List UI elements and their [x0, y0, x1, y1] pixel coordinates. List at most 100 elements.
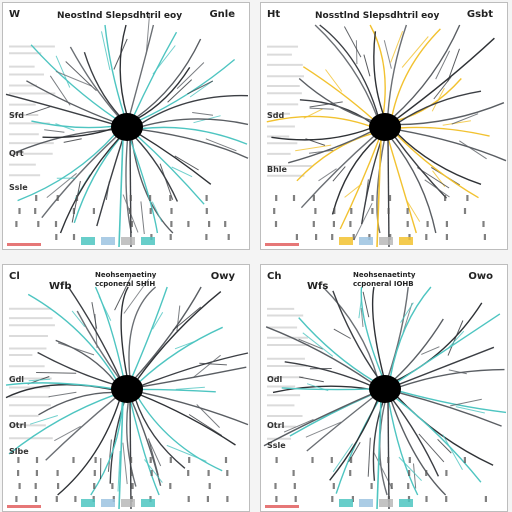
grid-tick	[408, 470, 411, 476]
branch-line	[393, 318, 444, 381]
branch-line	[332, 290, 379, 379]
sub-branch-line	[187, 80, 214, 95]
grid-tick	[311, 457, 314, 463]
soma-blob	[111, 375, 143, 403]
grid-tick	[130, 457, 133, 463]
grid-tick	[292, 470, 295, 476]
sub-branch-line	[418, 433, 445, 463]
legend-swatch	[141, 499, 155, 507]
sub-branch-line	[303, 108, 323, 119]
sub-branch-line	[367, 437, 371, 477]
sub-branch-line	[424, 179, 450, 198]
branch-line	[136, 67, 191, 120]
grid-tick	[93, 483, 96, 489]
grid-tick	[349, 221, 352, 227]
legend-swatch	[359, 499, 373, 507]
sub-branch-line	[332, 166, 346, 182]
panel-top-left: W Neostlnd Slepsdhtril eoy Gnle Sfd Qrt …	[2, 2, 250, 250]
branch-line	[296, 132, 374, 182]
mid-label: Wfb	[49, 281, 72, 292]
grid-tick	[35, 470, 38, 476]
grid-tick	[18, 208, 21, 214]
grid-tick	[406, 208, 409, 214]
sub-branch-line	[433, 76, 452, 100]
branch-line	[133, 286, 202, 380]
branch-line	[271, 127, 372, 141]
sub-branch-line	[435, 50, 451, 80]
grid-tick	[187, 496, 190, 502]
branch-line	[136, 291, 222, 381]
sub-branch-line	[306, 383, 329, 392]
branch-line	[126, 400, 137, 487]
sub-branch-line	[101, 31, 111, 71]
grid-tick	[170, 221, 173, 227]
sub-branch-line	[416, 167, 450, 189]
grid-tick	[482, 221, 485, 227]
grid-tick	[205, 195, 208, 201]
grid-tick	[206, 496, 209, 502]
branch-line	[329, 399, 379, 481]
grid-tick	[274, 483, 277, 489]
branch-line	[387, 24, 408, 116]
legend-swatch	[101, 237, 115, 245]
branch-line	[266, 115, 372, 128]
side-label: Qrt	[9, 149, 24, 158]
side-label: Bhle	[267, 165, 287, 174]
sub-branch-line	[333, 328, 351, 339]
grid-tick	[425, 496, 428, 502]
sub-branch-line	[117, 450, 121, 492]
grid-tick	[34, 496, 38, 502]
grid-tick	[34, 483, 37, 489]
sub-branch-line	[309, 107, 334, 110]
stem-line	[129, 136, 132, 248]
grid-tick	[331, 234, 334, 240]
grid-tick	[227, 234, 230, 240]
sub-branch-line	[364, 179, 369, 205]
corner-label-right: Owo	[468, 271, 493, 282]
grid-tick	[315, 234, 318, 240]
branch-line	[306, 395, 375, 452]
grid-tick	[350, 457, 353, 463]
branch-line	[298, 317, 375, 382]
branch-line	[128, 286, 157, 378]
sub-branch-line	[442, 120, 471, 126]
corner-label-left: Ch	[267, 271, 282, 282]
sub-branch-line	[63, 138, 82, 143]
branch-line	[119, 24, 128, 116]
grid-tick	[331, 496, 334, 502]
branch-line	[94, 286, 125, 378]
legend-swatch	[121, 499, 135, 507]
branch-line	[373, 31, 385, 116]
branch-line	[298, 77, 374, 122]
grid-tick	[187, 470, 190, 476]
branch-line	[42, 127, 114, 139]
sub-branch-line	[362, 291, 370, 318]
sub-branch-line	[451, 113, 479, 125]
branch-line	[397, 90, 482, 124]
grid-tick	[149, 208, 152, 214]
branch-line	[140, 128, 249, 159]
corner-label-right: Gnle	[209, 9, 235, 20]
grid-tick	[129, 195, 132, 201]
branch-line	[391, 398, 440, 477]
branch-line	[138, 133, 212, 185]
sub-branch-line	[175, 386, 205, 390]
branch-line	[140, 94, 249, 125]
branch-line	[37, 351, 115, 386]
branch-line	[302, 66, 375, 121]
soma-blob	[369, 113, 401, 141]
grid-tick	[15, 221, 18, 227]
branch-line	[398, 390, 507, 414]
branch-line	[361, 138, 383, 225]
sub-branch-line	[46, 172, 77, 198]
sub-branch-line	[55, 70, 92, 87]
sub-branch-line	[167, 79, 193, 103]
branch-line	[26, 80, 115, 123]
branch-line	[131, 286, 168, 378]
branch-line	[371, 286, 385, 378]
branch-line	[394, 396, 482, 483]
grid-tick	[188, 457, 191, 463]
grid-tick	[226, 470, 229, 476]
